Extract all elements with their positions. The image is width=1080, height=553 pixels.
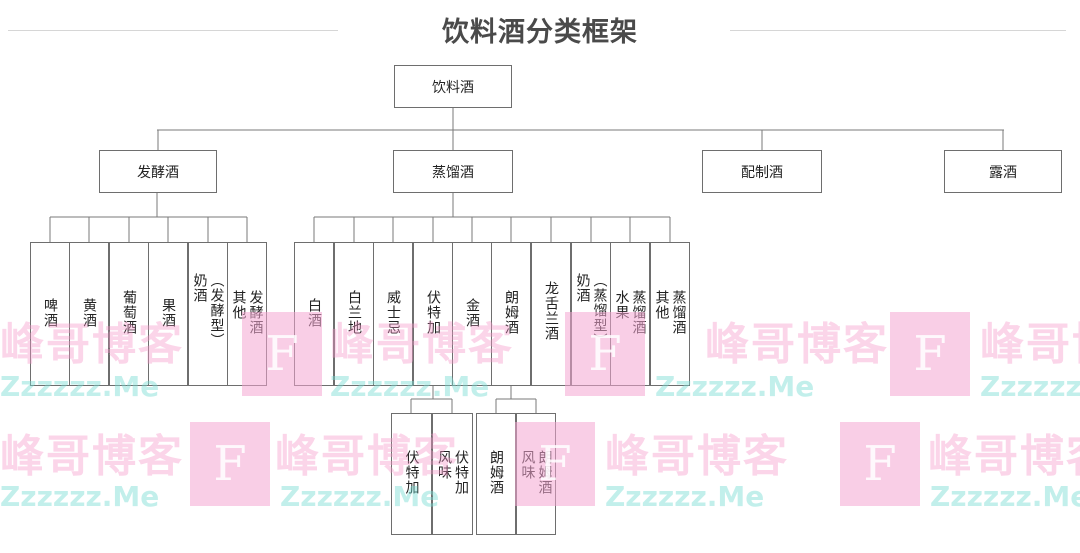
label-column: （发酵型） — [208, 272, 225, 348]
label-column: 风味 — [519, 449, 536, 480]
fermented-child-node: 果酒 — [148, 242, 188, 386]
vodka-child-node: 风味伏特加 — [432, 413, 473, 535]
label-column: 奶酒 — [191, 272, 208, 303]
node-label: 风味朗姆酒 — [517, 450, 555, 495]
distilled-child-node: 白兰地 — [334, 242, 374, 386]
node-label: 龙舌兰酒 — [532, 281, 570, 341]
fermented-child-node: 其他发酵酒 — [227, 242, 267, 386]
node-label: 奶酒（发酵型） — [189, 273, 227, 348]
rum-child-node: 风味朗姆酒 — [516, 413, 556, 535]
distilled-child-node: 白酒 — [294, 242, 334, 386]
distilled-child-node: 金酒 — [452, 242, 492, 386]
fermented-child-node: 啤酒 — [30, 242, 70, 386]
fermented-child-node: 奶酒（发酵型） — [188, 242, 228, 386]
node-label: 威士忌 — [374, 290, 412, 335]
node-label: 黄酒 — [70, 298, 108, 328]
node-label: 白酒 — [295, 298, 333, 328]
distilled-child-node: 龙舌兰酒 — [531, 242, 571, 386]
label-column: 白兰地 — [346, 289, 362, 335]
distilled-child-node: 水果蒸馏酒 — [610, 242, 650, 386]
node-label: 果酒 — [149, 298, 187, 328]
node-label: 水果蒸馏酒 — [611, 290, 649, 335]
distilled-child-node: 伏特加 — [413, 242, 453, 386]
label-column: 伏特加 — [403, 449, 420, 495]
node-label: 金酒 — [453, 298, 491, 328]
node-label: 朗姆酒 — [477, 450, 515, 495]
label-column: 白酒 — [306, 298, 322, 328]
level1-node-lu: 露酒 — [944, 150, 1062, 193]
vodka-child-node: 伏特加 — [391, 413, 432, 535]
distilled-child-node: 其他蒸馏酒 — [650, 242, 690, 386]
node-label: 白兰地 — [335, 290, 373, 335]
label-column: 伏特加 — [453, 449, 469, 495]
label-column: 果酒 — [160, 298, 176, 328]
node-label: 奶酒（蒸馏型） — [572, 273, 610, 348]
fermented-child-node: 黄酒 — [69, 242, 109, 386]
fermented-child-node: 葡萄酒 — [109, 242, 149, 386]
label-column: 蒸馏酒 — [630, 289, 647, 335]
node-label: 风味伏特加 — [433, 450, 472, 495]
level1-node-fermented: 发酵酒 — [99, 150, 217, 193]
label-column: 葡萄酒 — [121, 289, 137, 335]
label-column: 伏特加 — [425, 289, 441, 335]
distilled-child-node: 威士忌 — [373, 242, 413, 386]
root-node: 饮料酒 — [394, 65, 512, 108]
label-column: （蒸馏型） — [591, 272, 608, 348]
title-rule-left — [8, 30, 338, 31]
label-column: 黄酒 — [81, 298, 97, 328]
node-label: 葡萄酒 — [110, 290, 148, 335]
label-column: 威士忌 — [385, 289, 401, 335]
level1-node-blended: 配制酒 — [702, 150, 822, 193]
label-column: 金酒 — [464, 298, 480, 328]
label-column: 啤酒 — [42, 298, 58, 328]
node-label: 伏特加 — [392, 450, 431, 495]
distilled-child-node: 朗姆酒 — [491, 242, 531, 386]
title-rule-right — [730, 30, 1066, 31]
label-column: 风味 — [436, 449, 452, 480]
label-column: 奶酒 — [574, 272, 591, 303]
node-label: 伏特加 — [414, 290, 452, 335]
label-column: 朗姆酒 — [503, 289, 519, 335]
label-column: 其他 — [653, 289, 670, 320]
node-label: 其他蒸馏酒 — [651, 290, 689, 335]
label-column: 龙舌兰酒 — [543, 281, 559, 341]
distilled-child-node: 奶酒（蒸馏型） — [571, 242, 611, 386]
rum-child-node: 朗姆酒 — [476, 413, 516, 535]
label-column: 蒸馏酒 — [670, 289, 687, 335]
node-label: 其他发酵酒 — [228, 290, 266, 335]
label-column: 发酵酒 — [247, 289, 264, 335]
level1-node-distilled: 蒸馏酒 — [393, 150, 513, 193]
label-column: 朗姆酒 — [536, 449, 553, 495]
label-column: 朗姆酒 — [488, 449, 504, 495]
node-label: 朗姆酒 — [492, 290, 530, 335]
label-column: 其他 — [230, 289, 247, 320]
node-label: 啤酒 — [31, 298, 69, 328]
label-column: 水果 — [613, 289, 630, 320]
diagram-title: 饮料酒分类框架 — [442, 17, 638, 48]
